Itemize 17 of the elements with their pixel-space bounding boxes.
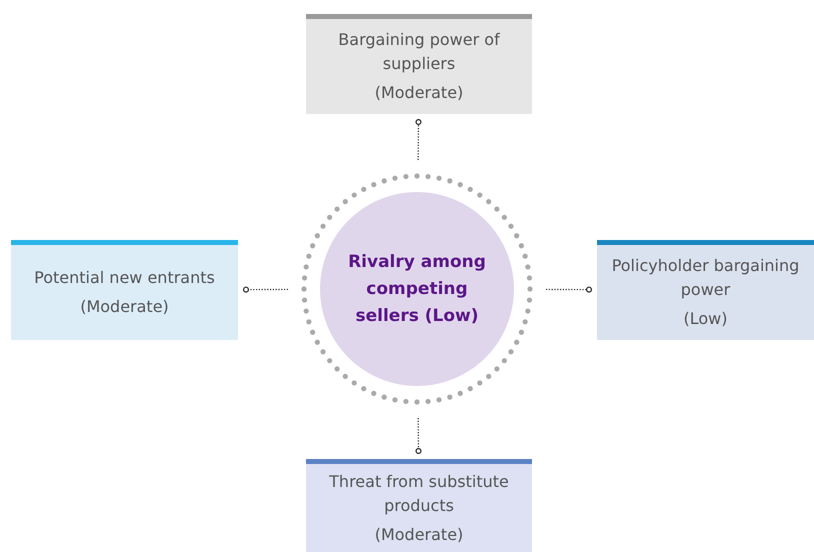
force-label: Threat from substitute products — [328, 470, 510, 516]
rating-label: (Low) — [684, 308, 728, 330]
connector-line — [416, 418, 422, 454]
rating-label: (Moderate) — [374, 82, 464, 104]
force-label: Bargaining power of suppliers — [337, 29, 501, 75]
connector-line — [415, 119, 422, 160]
center-label: Rivalry among competing sellers (Low) — [348, 250, 486, 328]
force-box — [597, 240, 814, 340]
force-box — [11, 240, 238, 340]
connector-line — [546, 286, 592, 293]
rating-label: (Moderate) — [80, 296, 169, 318]
connector-line — [243, 286, 288, 293]
force-label: Potential new entrants — [34, 267, 215, 289]
force-box — [306, 14, 532, 114]
force-box — [306, 459, 532, 552]
rating-label: (Moderate) — [374, 524, 464, 546]
force-label: Policyholder bargaining power — [610, 255, 800, 301]
